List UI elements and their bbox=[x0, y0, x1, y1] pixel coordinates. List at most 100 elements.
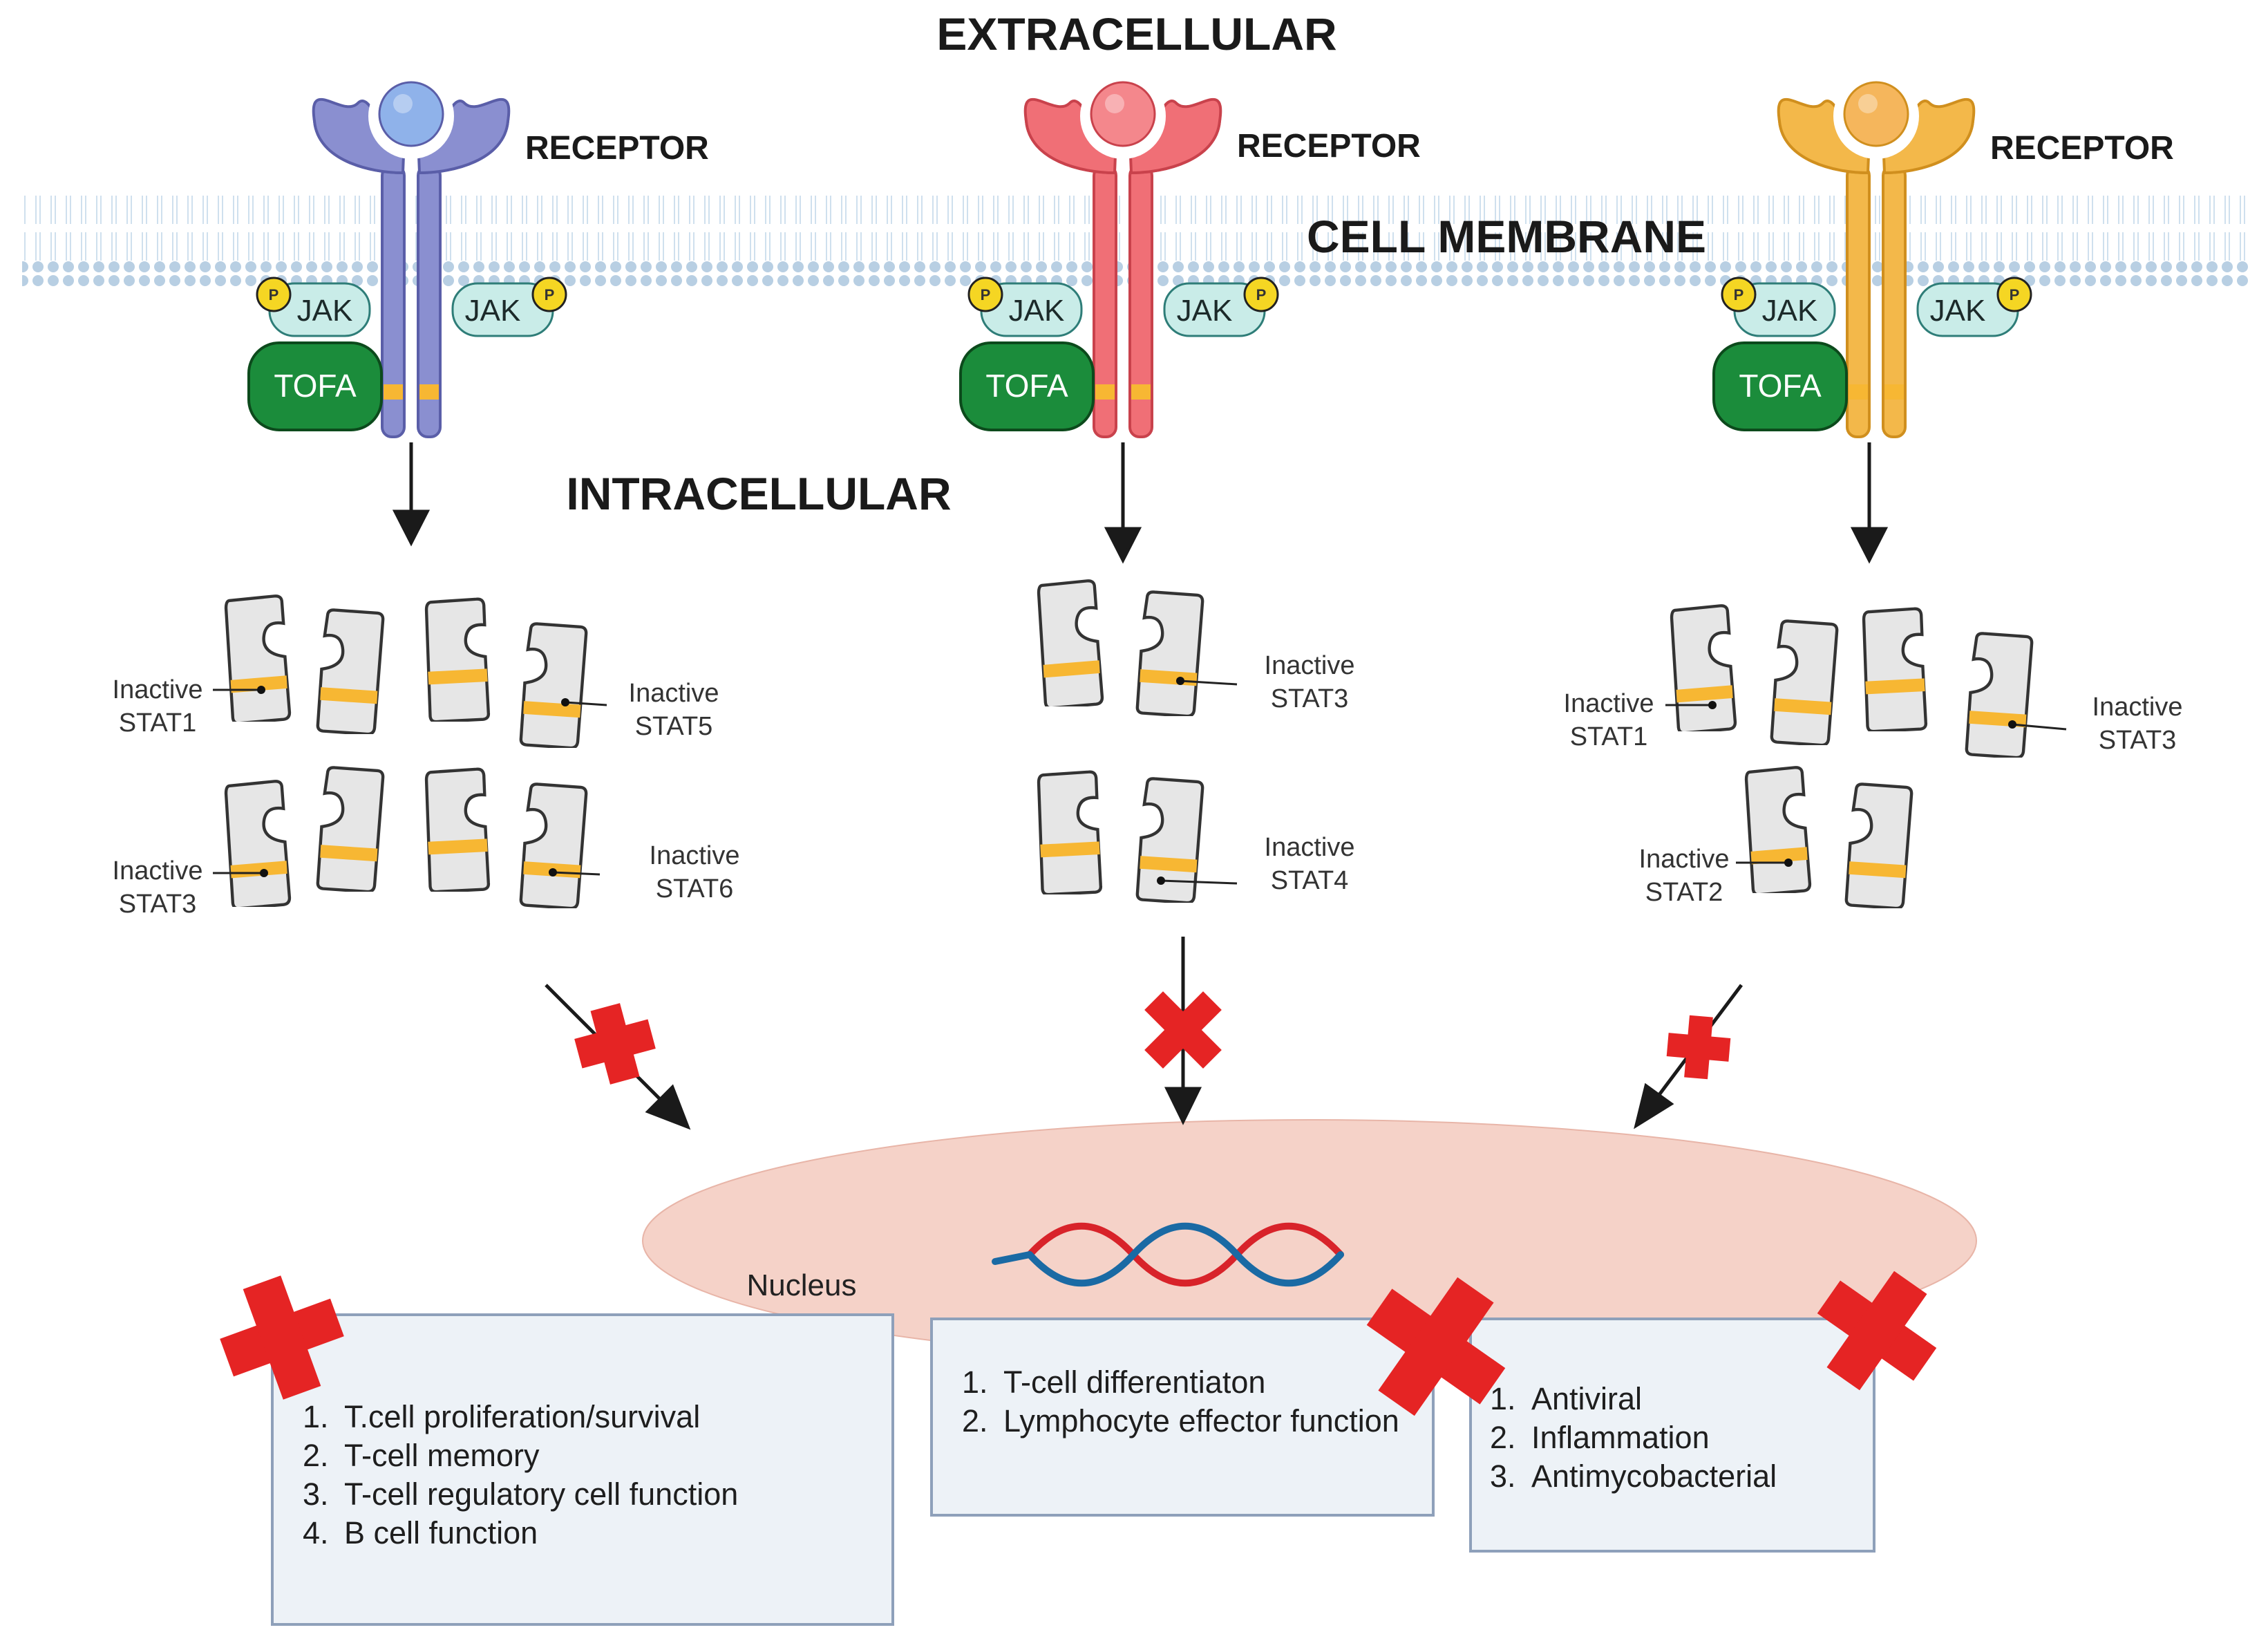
block-x-icon bbox=[1144, 991, 1222, 1069]
block-x-icon bbox=[574, 1003, 656, 1085]
stat-label-line1: Inactive bbox=[629, 679, 719, 708]
outcome-item: Lymphocyte effector function bbox=[996, 1402, 1432, 1441]
outcome-item: T.cell proliferation/survival bbox=[337, 1398, 891, 1436]
phosphate-label: P bbox=[545, 286, 555, 303]
phosphate-icon bbox=[1996, 276, 2032, 312]
stat-label-line2: STAT5 bbox=[635, 712, 713, 741]
stat-label-line2: STAT1 bbox=[1570, 722, 1648, 751]
outcome-item: T-cell regulatory cell function bbox=[337, 1475, 891, 1514]
dna-icon bbox=[992, 1222, 1344, 1287]
outcome-box-2: T-cell differentiaton Lymphocyte effecto… bbox=[930, 1318, 1435, 1517]
receptor-2: RECEPTOR JAK P JAK P TOFA bbox=[959, 73, 1421, 438]
receptor-arrows bbox=[392, 442, 1889, 564]
ligand bbox=[378, 81, 444, 147]
outcome-item: Antiviral bbox=[1524, 1380, 1867, 1418]
block-marks bbox=[574, 991, 1731, 1085]
receptor-band bbox=[384, 384, 403, 400]
jak-label: JAK bbox=[1177, 294, 1233, 328]
ligand-highlight bbox=[1105, 94, 1124, 113]
phosphate-icon bbox=[1721, 276, 1757, 312]
extracellular-label: EXTRACELLULAR bbox=[936, 8, 1336, 59]
stat-label-line2: STAT6 bbox=[656, 874, 734, 903]
tofa-label: TOFA bbox=[985, 368, 1068, 404]
stat-label-line2: STAT3 bbox=[119, 890, 197, 919]
callout-line bbox=[1160, 879, 1238, 885]
stat-label-line1: Inactive bbox=[113, 856, 203, 885]
jak-label: JAK bbox=[1762, 294, 1818, 328]
jak-label: JAK bbox=[297, 294, 353, 328]
receptor-band bbox=[1095, 384, 1115, 400]
receptor-band bbox=[1131, 384, 1151, 400]
phosphate-label: P bbox=[269, 286, 279, 303]
cell-membrane-label: CELL MEMBRANE bbox=[1307, 211, 1706, 262]
tofa-drug bbox=[959, 341, 1095, 431]
stat-label-line1: Inactive bbox=[1265, 651, 1355, 680]
receptor-band bbox=[419, 384, 439, 400]
receptor-label: RECEPTOR bbox=[525, 130, 709, 167]
callout-dot bbox=[549, 868, 557, 876]
stat-label-line1: Inactive bbox=[113, 675, 203, 704]
outcome-item: B cell function bbox=[337, 1514, 891, 1553]
stat-label-line2: STAT1 bbox=[119, 709, 197, 738]
tofa-label: TOFA bbox=[1739, 368, 1822, 404]
intracellular-label: INTRACELLULAR bbox=[566, 468, 951, 519]
stat-label-line2: STAT4 bbox=[1271, 866, 1349, 895]
stat-molecules bbox=[226, 581, 2032, 908]
jak-label: JAK bbox=[1009, 294, 1065, 328]
stat-label-line1: Inactive bbox=[1265, 833, 1355, 862]
ligand bbox=[1090, 81, 1156, 147]
outcome-list-3: Antiviral Inflammation Antimycobacterial bbox=[1472, 1380, 1867, 1496]
callout-dot bbox=[2008, 720, 2016, 729]
phosphate-label: P bbox=[1256, 286, 1267, 303]
callout-dot bbox=[1708, 701, 1717, 709]
callout-dot bbox=[1784, 859, 1793, 867]
stat-label-line1: Inactive bbox=[2092, 693, 2183, 722]
jak-label: JAK bbox=[1930, 294, 1986, 328]
outcome-list-1: T.cell proliferation/survival T-cell mem… bbox=[274, 1398, 891, 1553]
receptor-band bbox=[1849, 384, 1868, 400]
callout-dot bbox=[1176, 677, 1184, 685]
stat-label-line2: STAT3 bbox=[1271, 684, 1349, 713]
phosphate-icon bbox=[531, 276, 567, 312]
receptor-label: RECEPTOR bbox=[1237, 128, 1421, 165]
outcome-item: T-cell memory bbox=[337, 1436, 891, 1475]
jak-label: JAK bbox=[465, 294, 521, 328]
tofa-label: TOFA bbox=[274, 368, 357, 404]
stat-label-line1: Inactive bbox=[650, 841, 740, 870]
nucleus-arrows bbox=[545, 937, 1743, 1130]
outcome-item: Antimycobacterial bbox=[1524, 1457, 1867, 1496]
callout-line bbox=[565, 701, 607, 706]
outcome-box-3: Antiviral Inflammation Antimycobacterial bbox=[1469, 1318, 1875, 1553]
outcome-box-1: T.cell proliferation/survival T-cell mem… bbox=[271, 1313, 894, 1626]
callout-dot bbox=[260, 869, 268, 877]
phosphate-label: P bbox=[981, 286, 991, 303]
nucleus-label: Nucleus bbox=[747, 1268, 857, 1302]
callout-line bbox=[2012, 723, 2067, 731]
tofa-drug bbox=[1712, 341, 1848, 431]
callout-dot bbox=[561, 698, 569, 706]
outcome-item: Inflammation bbox=[1524, 1418, 1867, 1457]
stat-labels: InactiveSTAT1InactiveSTAT5InactiveSTAT3I… bbox=[113, 651, 2183, 919]
stat-label-line2: STAT2 bbox=[1645, 878, 1723, 907]
phosphate-icon bbox=[256, 276, 292, 312]
ligand-highlight bbox=[1858, 94, 1878, 113]
tofa-drug bbox=[247, 341, 383, 431]
callout-line bbox=[1180, 679, 1238, 686]
outcome-item: T-cell differentiaton bbox=[996, 1363, 1432, 1402]
receptor-1: RECEPTOR JAK P JAK P TOFA bbox=[247, 73, 709, 438]
receptor-label: RECEPTOR bbox=[1990, 130, 2174, 167]
stat-label-line2: STAT3 bbox=[2099, 726, 2177, 755]
stat-label-line1: Inactive bbox=[1639, 845, 1730, 874]
stat-label-line1: Inactive bbox=[1564, 689, 1654, 718]
receptor-layer: RECEPTOR JAK P JAK P TOFA RECEPTOR JAK P JAK P TOFA… bbox=[247, 73, 2174, 438]
ligand bbox=[1843, 81, 1909, 147]
phosphate-label: P bbox=[1734, 286, 1744, 303]
receptor-band bbox=[1884, 384, 1904, 400]
